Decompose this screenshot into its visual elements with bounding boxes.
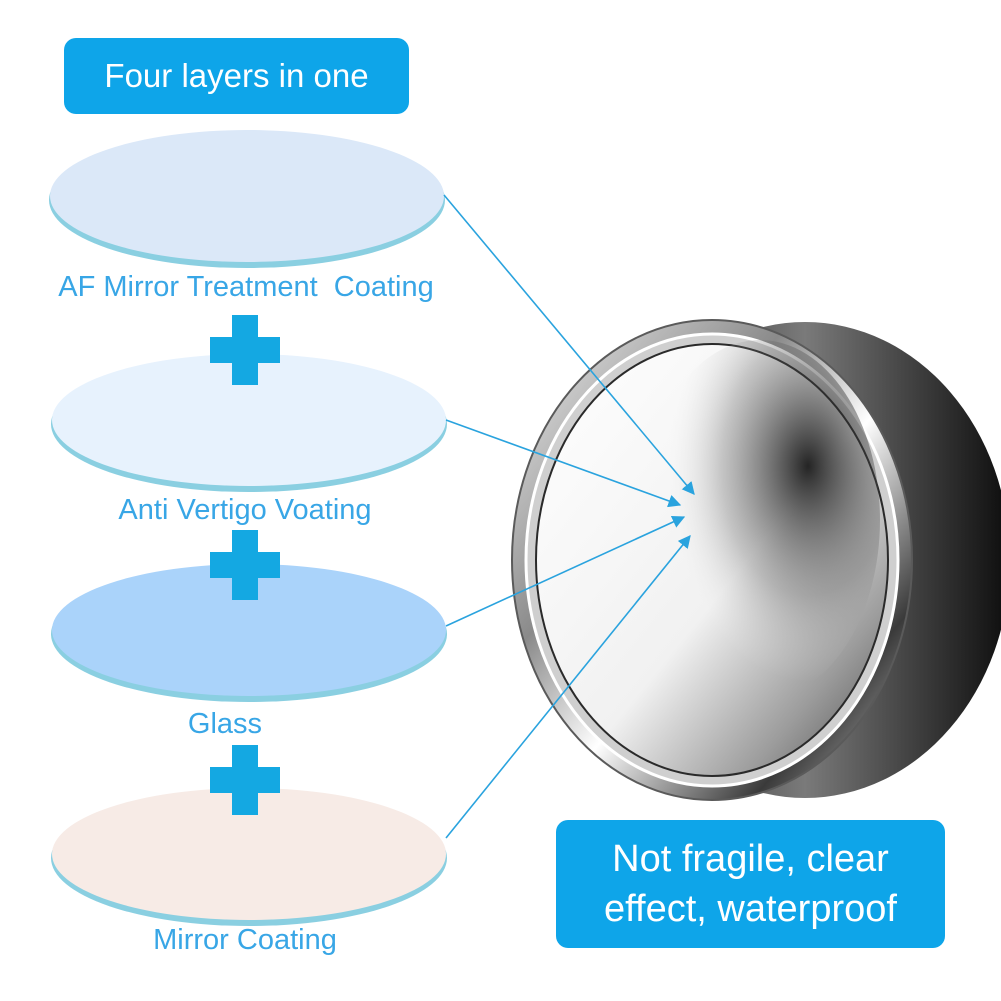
layer-disc-mirror-coating: [51, 788, 447, 926]
layer-disc-af: [49, 130, 445, 268]
connector-mirror-coating: [445, 535, 691, 839]
layer-label-glass: Glass: [187, 708, 263, 740]
connector-glass: [445, 515, 686, 627]
round-mirror-icon: [511, 319, 1001, 801]
plus-icon: [210, 745, 280, 815]
callout-line-1: Not fragile, clear: [612, 838, 889, 880]
layer-label-af: AF Mirror Treatment Coating: [58, 271, 434, 303]
callout-line-2: effect, waterproof: [604, 888, 897, 930]
feature-callout: Not fragile, clear effect, waterproof: [556, 820, 945, 948]
layer-disc-glass: [51, 564, 447, 702]
plus-icon: [210, 530, 280, 600]
title-badge: Four layers in one: [64, 38, 409, 114]
connector-anti-vertigo: [445, 419, 682, 508]
page-title: Four layers in one: [104, 57, 369, 94]
connector-lines: [443, 194, 695, 839]
connector-af: [443, 194, 695, 495]
plus-icon: [210, 315, 280, 385]
layer-label-anti-vertigo: Anti Vertigo Voating: [118, 494, 372, 526]
layer-label-mirror-coating: Mirror Coating: [153, 924, 337, 956]
layer-disc-anti-vertigo: [51, 354, 447, 492]
